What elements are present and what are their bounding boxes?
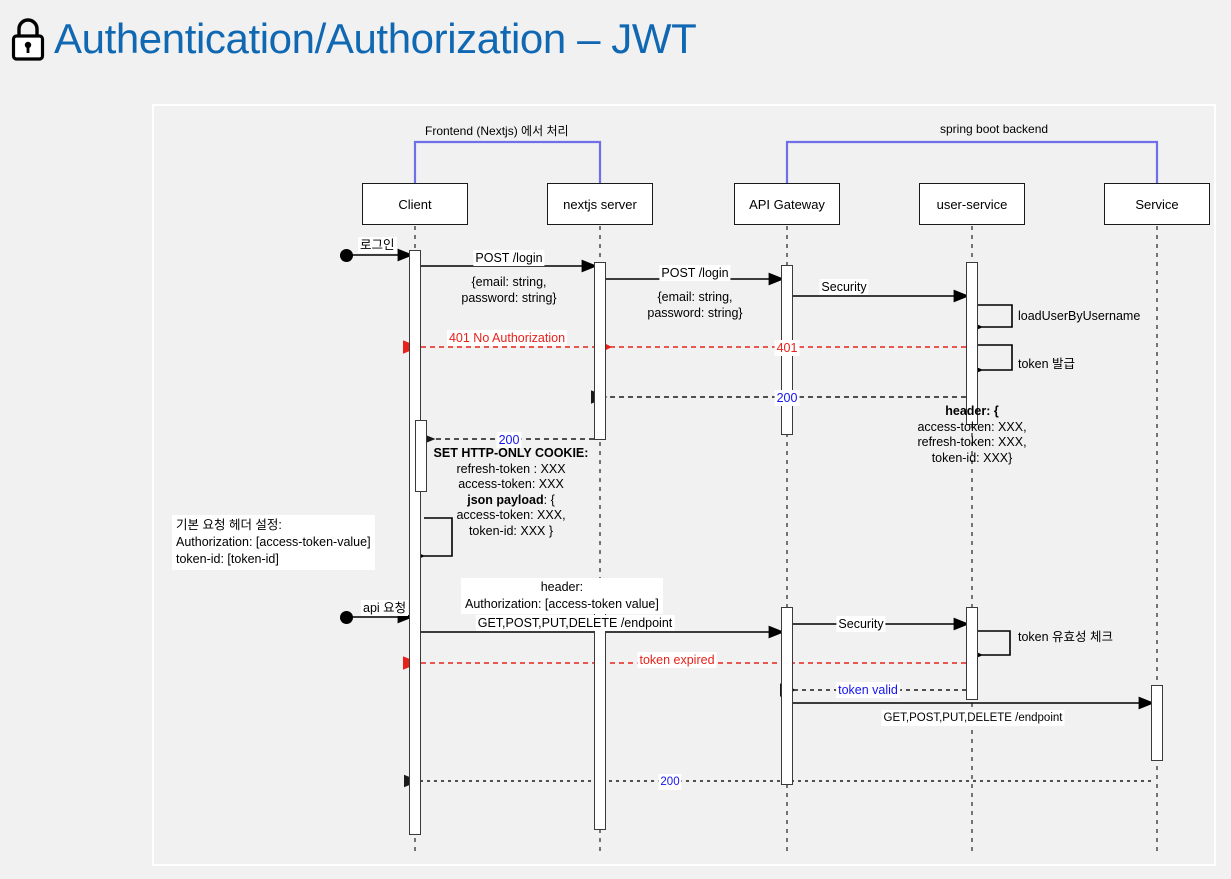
header-token-id: token-id: XXX} [931, 450, 1013, 465]
cookie-refresh-token: refresh-token : XXX [456, 461, 566, 476]
activation-service [1151, 685, 1163, 761]
label-post-login-2: POST /login [659, 265, 731, 281]
label-post-login-1: POST /login [473, 250, 545, 266]
actor-start-login [340, 249, 353, 262]
payload-access-token: access-token: XXX, [456, 508, 566, 522]
label-security-2: Security [836, 616, 886, 632]
label-token-issue: token 발급 [1018, 357, 1076, 371]
participant-label: Service [1135, 196, 1179, 212]
label-401: 401 [774, 340, 800, 356]
request-header-line-1: header: [540, 580, 584, 594]
label-token-expired: token expired [637, 652, 717, 668]
participant-nextjs-server[interactable]: nextjs server [547, 183, 653, 225]
participant-user-service[interactable]: user-service [919, 183, 1025, 225]
json-payload-key: json payload [467, 492, 544, 507]
label-security-1: Security [819, 279, 869, 295]
request-header-line-2: Authorization: [access-token value] [465, 597, 659, 611]
group-label-backend: spring boot backend [935, 122, 1054, 136]
label-credentials-1-line2: password: string} [461, 291, 557, 305]
participant-client[interactable]: Client [362, 183, 468, 225]
note-line-1: 기본 요청 헤더 설정: [176, 518, 282, 532]
label-200-final: 200 [658, 774, 682, 790]
label-endpoint-2: GET,POST,PUT,DELETE /endpoint [881, 710, 1065, 726]
participant-label: user-service [936, 196, 1008, 212]
header-refresh-token: refresh-token: XXX, [917, 435, 1027, 449]
activation-user-service-2 [966, 607, 978, 700]
participant-service[interactable]: Service [1104, 183, 1210, 225]
label-credentials-2-line2: password: string} [647, 306, 743, 320]
label-401-no-authorization: 401 No Authorization [446, 330, 568, 346]
participant-label: nextjs server [563, 196, 637, 212]
cookie-title: SET HTTP-ONLY COOKIE: [433, 446, 589, 460]
block-response-header: header: { access-token: XXX, refresh-tok… [917, 404, 1026, 466]
lock-icon [11, 18, 45, 61]
label-credentials-2-line1: {email: string, [657, 290, 733, 304]
activation-user-service-1 [966, 262, 978, 425]
group-label-frontend: Frontend (Nextjs) 에서 처리 [420, 122, 574, 139]
label-load-user-by-username: loadUserByUsername [1018, 309, 1141, 323]
label-api-request: api 요청 [361, 600, 409, 616]
payload-token-id: token-id: XXX } [468, 523, 554, 538]
note-line-2: Authorization: [access-token-value] [176, 535, 371, 549]
header-key: header: { [945, 404, 999, 418]
activation-nextjs-2 [594, 613, 606, 830]
activation-nextjs-1 [594, 262, 606, 440]
diagram-frame [152, 104, 1216, 866]
participant-label: API Gateway [749, 196, 825, 212]
label-200-frontend: 200 [496, 432, 522, 448]
activation-client-main [409, 250, 421, 835]
page-title: Authentication/Authorization – JWT [8, 8, 697, 70]
activation-client-nested [415, 420, 427, 492]
participant-label: Client [398, 196, 432, 212]
label-token-valid: token valid [836, 682, 900, 698]
participant-api-gateway[interactable]: API Gateway [734, 183, 840, 225]
note-request-header: header: Authorization: [access-token val… [461, 578, 663, 614]
label-token-validity-check: token 유효성 체크 [1018, 630, 1114, 644]
label-endpoint-1: GET,POST,PUT,DELETE /endpoint [475, 615, 675, 631]
header-access-token: access-token: XXX, [917, 419, 1027, 434]
note-line-3: token-id: [token-id] [176, 552, 279, 566]
block-set-cookie: SET HTTP-ONLY COOKIE: refresh-token : XX… [434, 446, 589, 539]
note-default-request-header: 기본 요청 헤더 설정: Authorization: [access-toke… [172, 515, 375, 570]
label-credentials-1-line1: {email: string, [471, 275, 547, 289]
activation-gateway-2 [781, 607, 793, 785]
page-title-text: Authentication/Authorization – JWT [54, 15, 697, 62]
json-payload-open: : { [543, 492, 555, 507]
label-login: 로그인 [358, 237, 397, 253]
label-200-backend: 200 [774, 390, 800, 406]
cookie-access-token: access-token: XXX [458, 477, 564, 491]
actor-start-api [340, 611, 353, 624]
